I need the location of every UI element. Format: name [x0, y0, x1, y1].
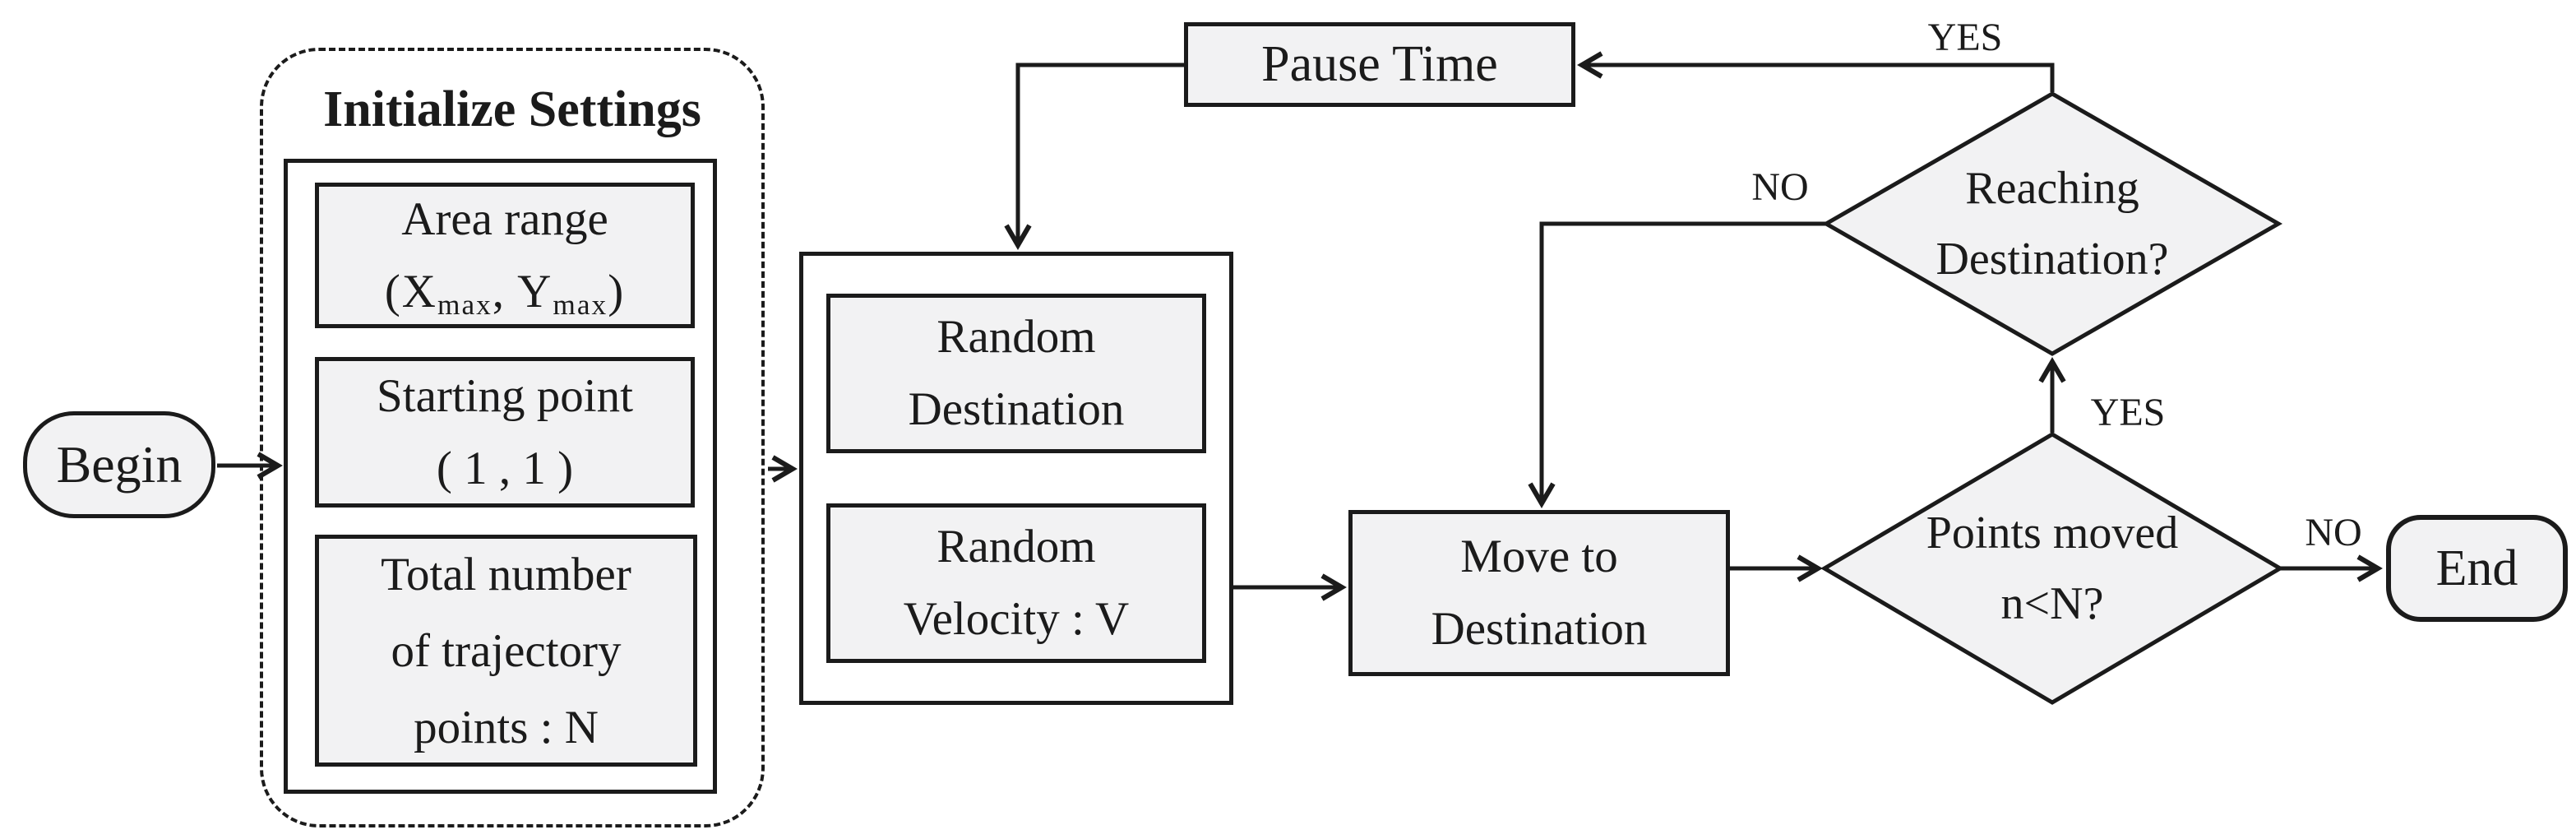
- pause-time-box: Pause Time: [1184, 22, 1575, 107]
- random-velocity-line2: Velocity : V: [903, 593, 1130, 645]
- random-velocity-line1: Random: [937, 521, 1096, 572]
- reaching-line1: Reaching: [1965, 163, 2139, 214]
- starting-point-box: Starting point ( 1 , 1 ): [315, 357, 695, 508]
- reaching-destination-label: Reaching Destination?: [1847, 148, 2258, 299]
- begin-label: Begin: [56, 435, 183, 494]
- points-moved-line1: Points moved: [1926, 508, 2179, 559]
- starting-point-line2: ( 1 , 1 ): [436, 442, 574, 494]
- reaching-destination-diamond: [1821, 91, 2283, 356]
- starting-point-line1: Starting point: [377, 369, 633, 422]
- end-node: End: [2386, 515, 2568, 622]
- points-moved-label: Points moved n<N?: [1847, 494, 2258, 642]
- area-range-line2: (Xmax, Ymax): [384, 265, 626, 321]
- edge-reaching-no-to-move: [1528, 221, 1828, 508]
- move-to-destination-box: Move to Destination: [1348, 510, 1730, 676]
- area-range-box: Area range (Xmax, Ymax): [315, 183, 695, 328]
- total-points-line2: of trajectory: [391, 624, 622, 677]
- edge-pause-to-random-group: [1004, 63, 1184, 250]
- end-label: End: [2435, 540, 2518, 596]
- move-line2: Destination: [1431, 603, 1648, 655]
- points-moved-diamond: [1820, 432, 2284, 705]
- total-points-line1: Total number: [381, 548, 631, 600]
- edge-label-points-yes: YES: [2090, 391, 2166, 434]
- total-points-box: Total number of trajectory points : N: [315, 535, 697, 767]
- pause-time-label: Pause Time: [1261, 36, 1498, 92]
- total-points-line3: points : N: [414, 701, 599, 753]
- edge-label-points-no: NO: [2305, 511, 2362, 554]
- begin-node: Begin: [23, 411, 215, 518]
- reaching-line2: Destination?: [1935, 234, 2169, 285]
- random-destination-line2: Destination: [908, 383, 1125, 435]
- initialize-settings-title: Initialize Settings: [323, 81, 701, 137]
- initialize-settings-group: [260, 48, 765, 827]
- edge-label-reaching-no: NO: [1751, 165, 1809, 209]
- move-line1: Move to: [1460, 531, 1618, 582]
- edge-label-reaching-yes: YES: [1927, 16, 2003, 59]
- points-moved-line2: n<N?: [2000, 578, 2104, 629]
- random-velocity-box: Random Velocity : V: [826, 503, 1206, 663]
- edge-reaching-yes-to-pause: [1577, 51, 2055, 92]
- random-destination-box: Random Destination: [826, 294, 1206, 453]
- area-range-line1: Area range: [401, 192, 608, 245]
- random-destination-line1: Random: [937, 311, 1096, 363]
